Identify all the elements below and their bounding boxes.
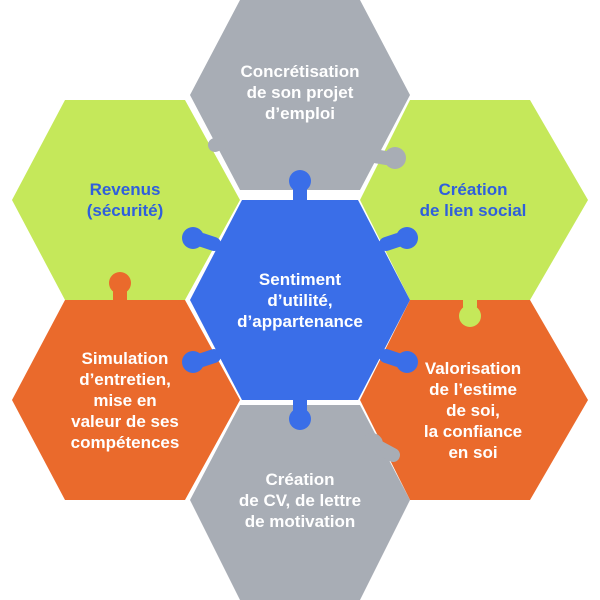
hex-bottom-left bbox=[12, 300, 240, 500]
label-line: (sécurité) bbox=[86, 201, 164, 220]
outer-connectors bbox=[109, 129, 481, 469]
label-line: de l’estime bbox=[429, 379, 517, 399]
label-line: Création bbox=[438, 180, 508, 199]
hex-bottom bbox=[190, 405, 410, 600]
hex-top-left bbox=[12, 100, 240, 300]
label-line: de CV, de lettre bbox=[238, 490, 362, 510]
label-line: Valorisation bbox=[424, 358, 522, 378]
label-line: valeur de ses bbox=[71, 411, 179, 431]
label-line: d’utilité, bbox=[267, 290, 333, 310]
label-line: Sentiment bbox=[258, 269, 342, 289]
label-line: de motivation bbox=[244, 511, 356, 531]
label-line: d’appartenance bbox=[237, 311, 363, 331]
label-line: de lien social bbox=[419, 201, 527, 220]
hex-top-right bbox=[360, 100, 588, 300]
center-connectors bbox=[182, 170, 418, 430]
hex-bottom-right bbox=[360, 300, 588, 500]
label-line: d’entretien, bbox=[79, 369, 171, 389]
label-line: la confiance bbox=[423, 421, 523, 441]
label-line: mise en bbox=[93, 390, 157, 410]
label-line: de soi, bbox=[446, 400, 500, 420]
label-line: de son projet bbox=[246, 82, 354, 102]
label-line: d’emploi bbox=[265, 103, 335, 123]
hex-center bbox=[190, 200, 410, 400]
label-line: en soi bbox=[448, 442, 498, 462]
label-top-right: Création de lien social bbox=[378, 160, 568, 240]
label-line: Concrétisation bbox=[240, 61, 360, 81]
label-line: Simulation bbox=[81, 348, 169, 368]
label-top-left: Revenus (sécurité) bbox=[30, 160, 220, 240]
label-line: Revenus bbox=[89, 180, 161, 199]
label-line: Création bbox=[265, 469, 335, 489]
label-line: compétences bbox=[70, 432, 180, 452]
